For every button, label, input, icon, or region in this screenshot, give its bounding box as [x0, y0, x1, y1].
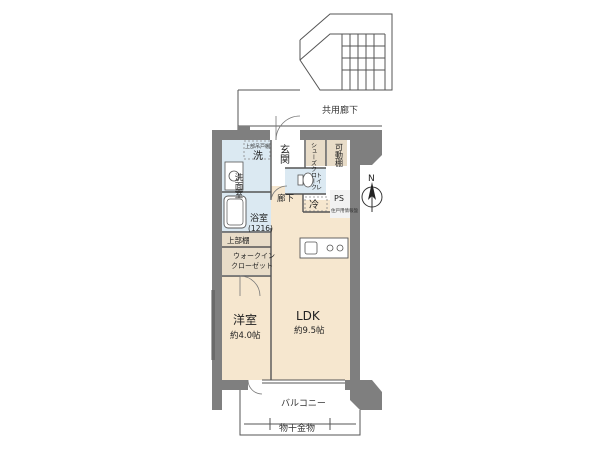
balcony-outline: [239, 390, 361, 436]
entrance-label: 玄関: [278, 143, 290, 165]
partitions: [222, 140, 330, 380]
shelf-top-wash-label: 上部吊戸棚: [245, 143, 270, 150]
washroom-label: 洗面室: [233, 172, 243, 198]
comm-box-label: 住戸用情報盤: [331, 207, 358, 214]
ps-box: [330, 190, 350, 218]
ldk-label: LDK: [296, 309, 321, 323]
corridor-outline: [237, 89, 382, 130]
toilet-bowl: [297, 172, 314, 188]
western-size-label: 約4.0帖: [230, 330, 261, 341]
entrance-floor: [271, 140, 305, 172]
shoes-closet-floor: [306, 140, 326, 166]
fridge-space: [304, 196, 328, 212]
north-label: N: [368, 174, 375, 184]
balcony-label: バルコニー: [281, 398, 326, 409]
western-floor: [222, 276, 271, 380]
upper-shelf-floor: [222, 233, 271, 247]
ldk-size-label: 約9.5帖: [294, 325, 325, 336]
bathtub: [223, 195, 247, 229]
walkin-floor: [222, 247, 271, 275]
ps-label: PS: [334, 194, 344, 203]
upper-shelf-label: 上部棚: [227, 235, 250, 245]
storage-floor: [327, 140, 347, 166]
washbasin: [224, 161, 244, 191]
compass-icon: [361, 182, 383, 212]
western-room-label: 洋室: [233, 312, 257, 327]
bath-size-label: (1216): [248, 224, 273, 233]
shoes-closet-label: シューズクローク: [310, 142, 317, 190]
closet-label: クローゼット: [231, 261, 273, 270]
walls: [212, 126, 382, 410]
corridor-label: 共用廊下: [322, 104, 358, 116]
toilet-label: トイレ: [315, 172, 322, 190]
hall-label: 廊下: [277, 193, 295, 204]
walkin-label: ウォークイン: [233, 252, 275, 260]
storage-label: 可動棚: [335, 143, 344, 168]
laundry-label: 洗: [253, 150, 263, 162]
drying-rack-label: 物干金物: [279, 422, 315, 434]
wash-shelf-box: [243, 140, 271, 160]
kitchen-counter: [299, 237, 349, 259]
door-swings: [239, 115, 301, 395]
bath-label: 浴室: [250, 212, 268, 224]
external-stairs: [299, 13, 393, 91]
ldk-floor: [271, 200, 351, 380]
fridge-label: 冷: [309, 198, 319, 211]
windows: [211, 290, 345, 384]
